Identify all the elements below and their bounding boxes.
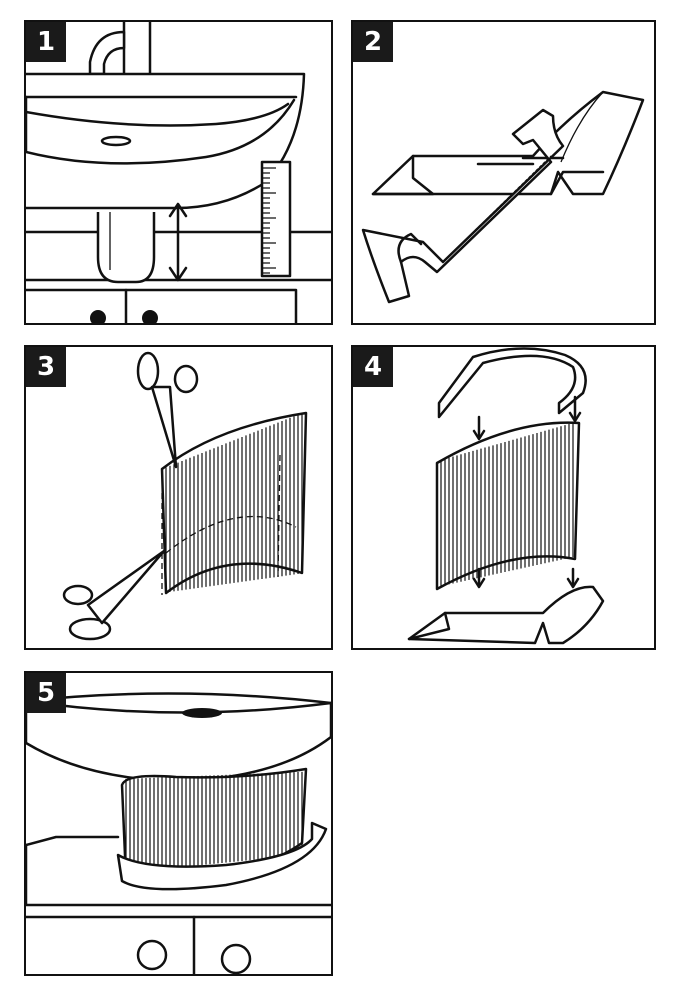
step-number: 4	[353, 347, 393, 387]
ribbed-panel-icon	[160, 411, 308, 595]
step-5-panel: 5	[24, 671, 333, 976]
step-2-panel: 2	[351, 20, 656, 325]
pedestal-skirt-icon	[116, 767, 328, 891]
cabinet-icon	[26, 835, 331, 974]
arrow-icon	[168, 202, 188, 282]
step-number: 1	[26, 22, 66, 62]
trim-profile-icon	[437, 347, 587, 419]
step-number: 3	[26, 347, 66, 387]
step-number: 5	[26, 673, 66, 713]
sink-icon	[26, 692, 331, 783]
hacksaw-icon	[361, 108, 565, 304]
arrow-icon	[472, 395, 582, 589]
step-number: 2	[353, 22, 393, 62]
cabinet-icon	[90, 288, 158, 323]
scissors-icon	[62, 549, 166, 641]
scissors-icon	[136, 351, 199, 469]
trim-profile-icon	[407, 585, 605, 645]
step-4-panel: 4	[351, 345, 656, 650]
step-3-panel: 3	[24, 345, 333, 650]
trim-profile-icon	[371, 90, 645, 196]
step-1-panel: 1	[24, 20, 333, 325]
ruler-icon	[260, 160, 292, 278]
ribbed-panel-icon	[435, 421, 581, 591]
